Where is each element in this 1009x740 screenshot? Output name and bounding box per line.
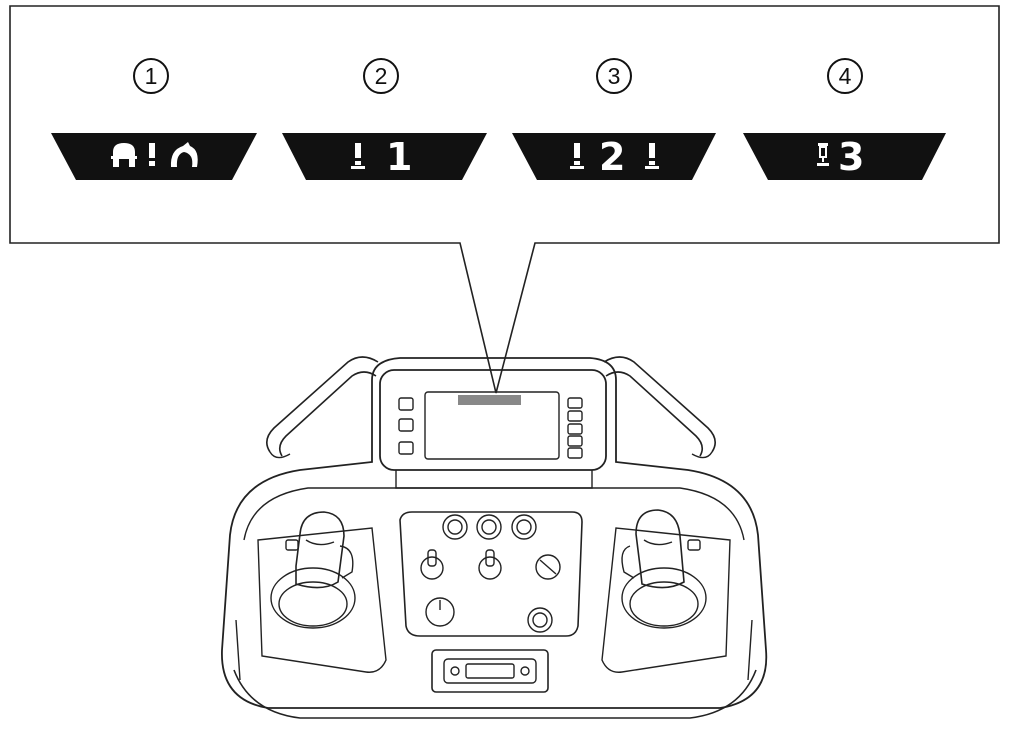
mode-item-1: 1 [51,58,257,180]
helmet-icon [111,143,137,167]
mode-banner [512,133,716,180]
control-knob[interactable] [442,514,468,540]
right-soft-key-3[interactable] [567,423,583,435]
mode-digit: 2 [599,135,625,179]
mode-digit: 3 [838,135,864,179]
center-control-panel [399,511,583,637]
right-soft-key-5[interactable] [567,447,583,459]
left-soft-key-1[interactable] [398,397,414,411]
control-knob[interactable] [476,514,502,540]
control-knob[interactable] [511,514,537,540]
sensor-exclamation-icon [645,143,659,169]
item-number-label: 2 [375,63,388,89]
console-body [221,357,768,709]
mode-banner [282,133,487,180]
display-housing [379,369,607,489]
control-console [221,356,768,719]
left-soft-key-3[interactable] [398,441,414,455]
mode-banner [743,133,946,180]
data-port [431,649,549,693]
left-soft-key-2[interactable] [398,418,414,432]
right-soft-key-2[interactable] [567,410,583,422]
item-number-circle [596,58,632,94]
mode-item-2: 2 1 [282,58,487,180]
rotary-selector[interactable] [535,554,561,580]
item-number-label: 3 [608,63,621,89]
exclamation-icon [149,143,155,166]
right-handle-bar [603,356,716,459]
callout-box [9,5,1000,394]
display-screen [424,391,560,460]
right-soft-key-4[interactable] [567,435,583,447]
right-joystick[interactable] [601,509,731,673]
dial-knob[interactable] [425,597,455,627]
claw-icon [170,142,198,167]
left-handle-bar [266,356,379,459]
item-number-label: 4 [839,63,852,89]
mode-digit: 1 [386,135,412,179]
sensor-exclamation-icon [570,143,584,169]
toggle-switch[interactable] [420,549,444,580]
toggle-switch[interactable] [478,549,502,580]
right-soft-key-1[interactable] [567,397,583,409]
sensor-exclamation-icon [351,143,365,169]
left-joystick[interactable] [257,511,387,673]
boom-cylinder-icon [817,143,829,166]
mode-item-3: 3 2 [512,58,716,180]
control-knob[interactable] [527,607,553,633]
item-number-circle [133,58,169,94]
item-number-circle [827,58,863,94]
item-number-circle [363,58,399,94]
mode-item-4: 4 3 [743,58,946,180]
item-number-label: 1 [145,63,158,89]
status-bar-highlight [458,395,521,405]
